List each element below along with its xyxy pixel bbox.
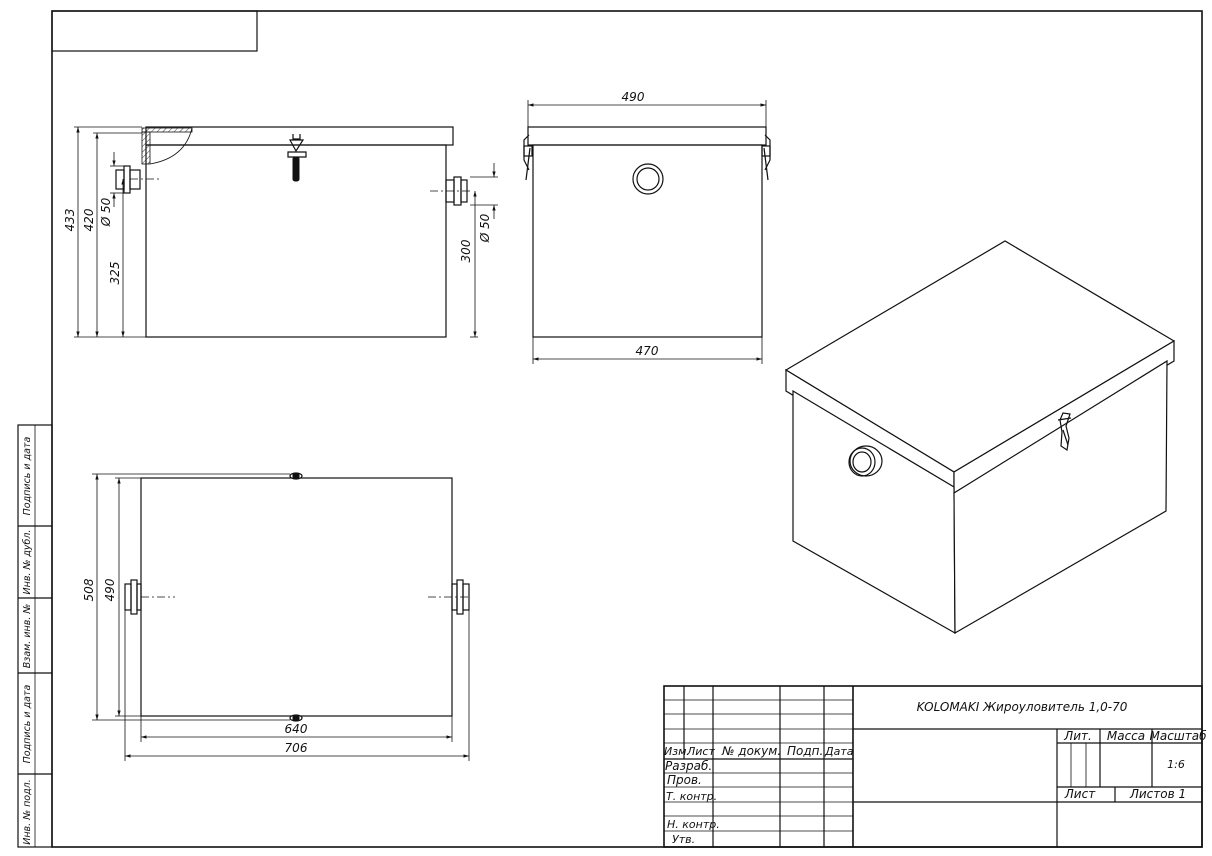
sheets-count: Листов 1 — [1129, 787, 1186, 801]
scale-value: 1:6 — [1167, 758, 1185, 771]
side-stamp-signature-2: Подпись и дата — [22, 684, 33, 763]
side-stamp-dup-no: Инв. № дубл. — [22, 530, 33, 595]
sheet-label: Лист — [1064, 787, 1096, 801]
dim-470: 470 — [636, 344, 659, 358]
dim-d50-right: Ø 50 — [478, 213, 492, 243]
scale-label: Масштаб — [1149, 729, 1207, 743]
dim-490-top: 490 — [622, 90, 645, 104]
isometric-view — [784, 240, 1176, 635]
role-tech-control: Т. контр. — [666, 790, 717, 803]
dim-640: 640 — [285, 722, 308, 736]
iso-inlet-pipe — [848, 445, 883, 477]
side-latch-right — [761, 134, 771, 181]
side-view: 490 470 — [523, 90, 771, 364]
role-norm-control: Н. контр. — [667, 818, 720, 831]
front-right-outlet — [430, 176, 470, 206]
side-stamp-orig-no: Инв. № подл. — [22, 779, 33, 845]
front-view: 433 420 Ø 50 325 300 Ø 50 — [63, 126, 498, 338]
side-stamp-signature-1: Подпись и дата — [22, 436, 33, 515]
header-doc-no: № докум. — [721, 744, 781, 758]
top-left-inlet — [124, 579, 142, 615]
role-developer: Разраб. — [665, 759, 712, 773]
front-latch — [287, 134, 307, 182]
header-date: Дата — [824, 745, 854, 758]
side-latch-left — [523, 134, 533, 181]
role-approved: Утв. — [672, 833, 695, 846]
title-block: KOLOMAKI Жироуловитель 1,0-70 Изм. Лист … — [663, 685, 1207, 848]
lit-label: Лит. — [1063, 729, 1092, 743]
header-sign: Подп. — [787, 744, 823, 758]
role-checker: Пров. — [667, 773, 702, 787]
iso-latch — [1057, 412, 1072, 452]
dim-433: 433 — [63, 209, 77, 232]
dim-490-left: 490 — [103, 578, 117, 601]
dim-706: 706 — [285, 741, 308, 755]
top-right-outlet — [451, 579, 470, 615]
side-stamp: Подпись и дата Инв. № дубл. Взам. инв. №… — [17, 424, 53, 848]
dim-300: 300 — [459, 239, 473, 262]
side-stamp-replace-no: Взам. инв. № — [22, 604, 33, 669]
mass-label: Масса — [1107, 729, 1145, 743]
top-latch-upper — [289, 472, 303, 480]
dim-325: 325 — [108, 262, 122, 285]
header-izm: Изм. — [664, 745, 690, 758]
drawing-title: KOLOMAKI Жироуловитель 1,0-70 — [917, 700, 1128, 714]
header-list: Лист — [686, 745, 715, 758]
top-view: 508 490 640 706 — [82, 472, 470, 761]
dim-d50-left: Ø 50 — [99, 197, 113, 227]
dim-508: 508 — [82, 578, 96, 601]
top-latch-lower — [289, 714, 303, 722]
dim-420: 420 — [82, 208, 96, 231]
